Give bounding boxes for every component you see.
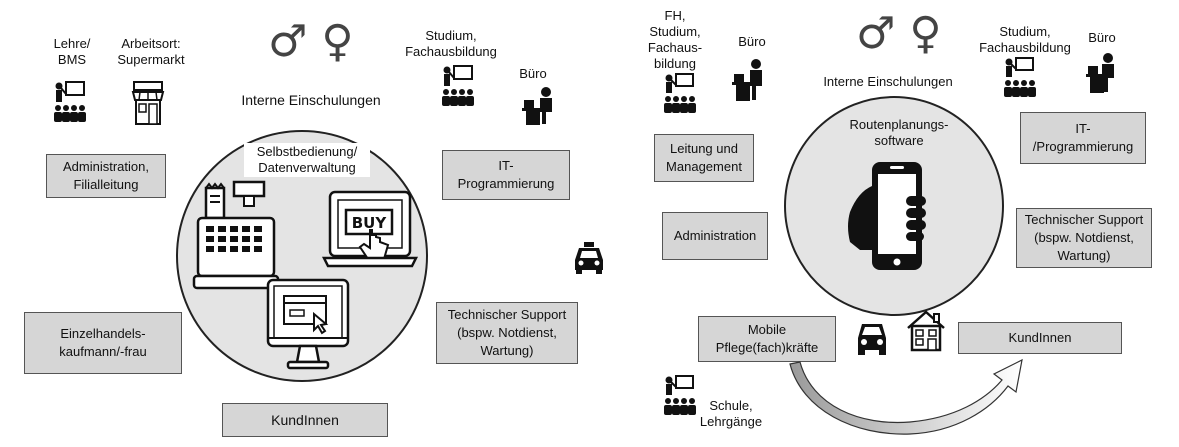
box-tech-support-right: Technischer Support (bspw. Notdienst, Wa… xyxy=(1016,208,1152,268)
label-fh-studium: FH, Studium, Fachaus- bildung xyxy=(647,8,703,71)
box-einzelhandel: Einzelhandels- kaufmann/-frau xyxy=(24,312,182,374)
cash-register-icon xyxy=(192,180,280,290)
desktop-computer-icon xyxy=(266,278,350,370)
box-mobile-pflege: Mobile Pflege(fach)kräfte xyxy=(698,316,836,362)
box-leitung-management: Leitung und Management xyxy=(654,134,754,182)
label-buero-left: Büro xyxy=(738,34,766,49)
car-icon xyxy=(575,242,603,274)
label-buero-right: Büro xyxy=(1088,30,1116,45)
house-icon xyxy=(907,310,945,352)
box-it-programmierung: IT- Programmierung xyxy=(442,150,570,200)
label-studium-right: Studium, Fachausbildung xyxy=(979,24,1071,55)
teacher-classroom-icon xyxy=(54,81,86,122)
label-schule: Schule, Lehrgänge xyxy=(699,398,763,429)
teacher-classroom-icon xyxy=(442,65,474,106)
office-desk-icon xyxy=(1086,53,1114,93)
box-it-programmierung-right: IT- /Programmierung xyxy=(1020,112,1146,164)
curved-arrow xyxy=(789,358,1023,435)
buy-text: BUY xyxy=(352,214,388,232)
supermarket-icon xyxy=(131,81,165,125)
label-internal-training-right: Interne Einschulungen xyxy=(823,74,953,89)
label-buero: Büro xyxy=(519,66,547,81)
office-desk-icon xyxy=(732,59,762,101)
box-administration-right: Administration xyxy=(662,212,768,260)
label-internal-training: Interne Einschulungen xyxy=(241,92,381,108)
teacher-classroom-icon xyxy=(664,375,696,415)
right-circle-title: Routenplanungs- software xyxy=(849,117,949,148)
label-arbeitsort: Arbeitsort: Supermarkt xyxy=(117,36,185,67)
box-tech-support: Technischer Support (bspw. Notdienst, Wa… xyxy=(436,302,578,364)
car-icon xyxy=(858,324,886,355)
laptop-buy-icon: BUY xyxy=(321,190,419,268)
smartphone-hand-icon xyxy=(848,162,926,270)
office-desk-icon xyxy=(522,87,552,125)
gender-symbols: ♂ ♀ xyxy=(268,16,354,67)
gender-symbols-right: ♂ ♀ xyxy=(856,8,942,59)
box-administration: Administration, Filialleitung xyxy=(46,154,166,198)
label-lehre-bms: Lehre/ BMS xyxy=(53,36,91,67)
box-kunden: KundInnen xyxy=(222,403,388,437)
label-studium: Studium, Fachausbildung xyxy=(405,28,497,59)
left-circle-title: Selbstbedienung/ Datenverwaltung xyxy=(244,143,370,177)
box-kunden-right: KundInnen xyxy=(958,322,1122,354)
teacher-classroom-icon xyxy=(664,73,696,113)
teacher-classroom-icon xyxy=(1004,57,1036,97)
